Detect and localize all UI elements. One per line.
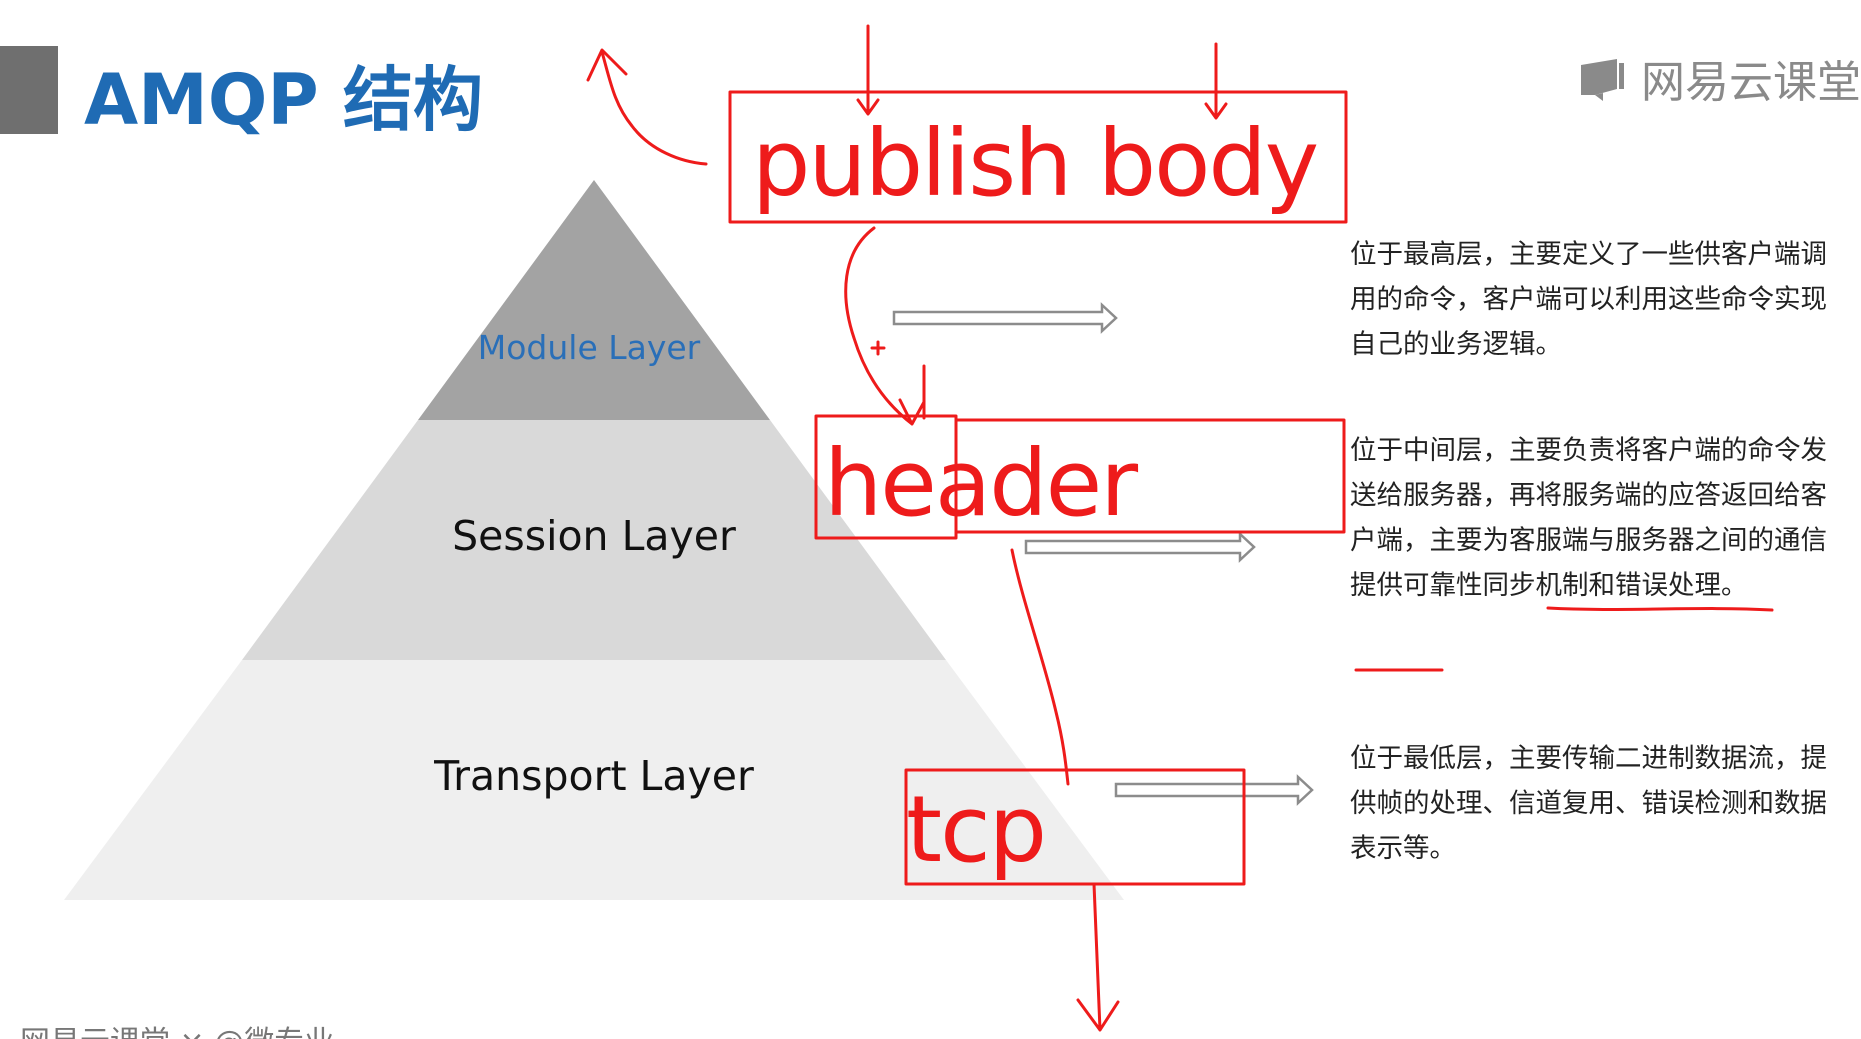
session-layer-shape (242, 420, 946, 660)
tcp-box (904, 768, 1246, 886)
module-layer-shape (418, 180, 770, 420)
publish-body-box (728, 90, 1348, 224)
curve-publish-to-header (844, 226, 926, 426)
arrow-down-2 (1204, 42, 1228, 120)
plus-mark (870, 340, 886, 356)
module-layer-label: Module Layer (477, 328, 701, 367)
footer-watermark: 网易云课堂 × @微专业 (20, 1017, 334, 1039)
curve-header-to-tcp (1010, 548, 1070, 786)
underline-sync (1546, 606, 1774, 612)
red-annotations (586, 24, 1774, 1032)
arrow-down-1 (856, 24, 880, 116)
transport-layer-arrow (1114, 774, 1314, 806)
session-layer-arrow (1024, 531, 1256, 563)
header-box-large (954, 418, 1346, 534)
brand-watermark: 网易云课堂 (1577, 46, 1861, 110)
transport-layer-label: Transport Layer (434, 752, 754, 800)
module-layer-arrow (892, 302, 1118, 334)
session-layer-label: Session Layer (452, 512, 736, 560)
annotation-tcp: tcp (906, 776, 1047, 883)
annotation-header: header (824, 430, 1138, 537)
transport-layer-shape (64, 660, 1124, 900)
brand-logo-icon (1581, 59, 1624, 101)
annotation-publish-body: publish body (752, 110, 1319, 217)
module-layer-description: 位于最高层，主要定义了一些供客户端调用的命令，客户端可以利用这些命令实现自己的业… (1350, 239, 1827, 360)
slide-title: AMQP 结构 (84, 59, 484, 141)
brand-name: 网易云课堂 (1641, 57, 1861, 108)
arrow-tcp-down (1076, 882, 1120, 1032)
session-layer-description: 位于中间层，主要负责将客户端的命令发送给服务器，再将服务端的应答返回给客户端，主… (1350, 435, 1827, 601)
transport-layer-description: 位于最低层，主要传输二进制数据流，提供帧的处理、信道复用、错误检测和数据表示等。 (1350, 743, 1827, 864)
curve-to-title (586, 48, 708, 166)
title-accent-bar (0, 46, 58, 134)
